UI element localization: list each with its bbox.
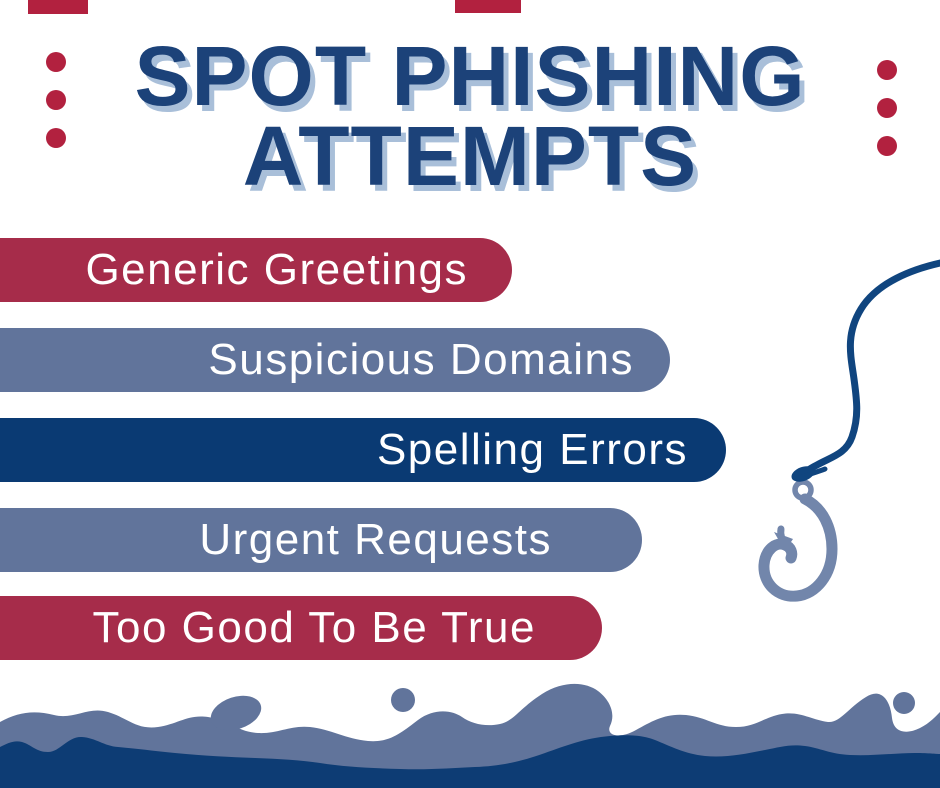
top-accent-bar-right <box>455 0 521 13</box>
top-accent-bar-left <box>28 0 88 14</box>
red-dot-icon <box>877 136 897 156</box>
red-dot-icon <box>46 128 66 148</box>
banner-label: Suspicious Domains <box>208 335 634 384</box>
water-wave-illustration <box>0 683 940 788</box>
banner-generic-greetings: Generic Greetings <box>0 238 512 302</box>
water-droplet <box>391 688 415 712</box>
banner-label: Urgent Requests <box>199 515 552 564</box>
banner-label: Generic Greetings <box>85 245 468 294</box>
wave-navy-layer <box>0 735 940 788</box>
banner-label: Spelling Errors <box>376 425 688 474</box>
hook-body <box>758 493 838 602</box>
water-droplet <box>210 695 262 731</box>
banner-spelling-errors: Spelling Errors <box>0 418 726 482</box>
red-dot-icon <box>877 60 897 80</box>
left-dots-accent <box>46 52 66 148</box>
red-dot-icon <box>46 52 66 72</box>
red-dot-icon <box>46 90 66 110</box>
page-title-line2: ATTEMPTS <box>242 109 698 203</box>
page-title: SPOT PHISHING ATTEMPTS <box>0 34 940 198</box>
banner-too-good-to-be-true: Too Good To Be True <box>0 596 602 660</box>
fishing-line <box>799 259 940 480</box>
red-dot-icon <box>877 98 897 118</box>
banner-suspicious-domains: Suspicious Domains <box>0 328 670 392</box>
water-droplet <box>893 692 915 714</box>
hook-barb <box>774 532 793 551</box>
knot-tail <box>796 466 828 481</box>
banner-label: Too Good To Be True <box>92 603 536 652</box>
page-title-line1: SPOT PHISHING <box>134 29 806 123</box>
hook-eye <box>792 479 814 501</box>
right-dots-accent <box>877 60 897 156</box>
fishing-hook-icon <box>758 259 940 602</box>
banner-urgent-requests: Urgent Requests <box>0 508 642 572</box>
